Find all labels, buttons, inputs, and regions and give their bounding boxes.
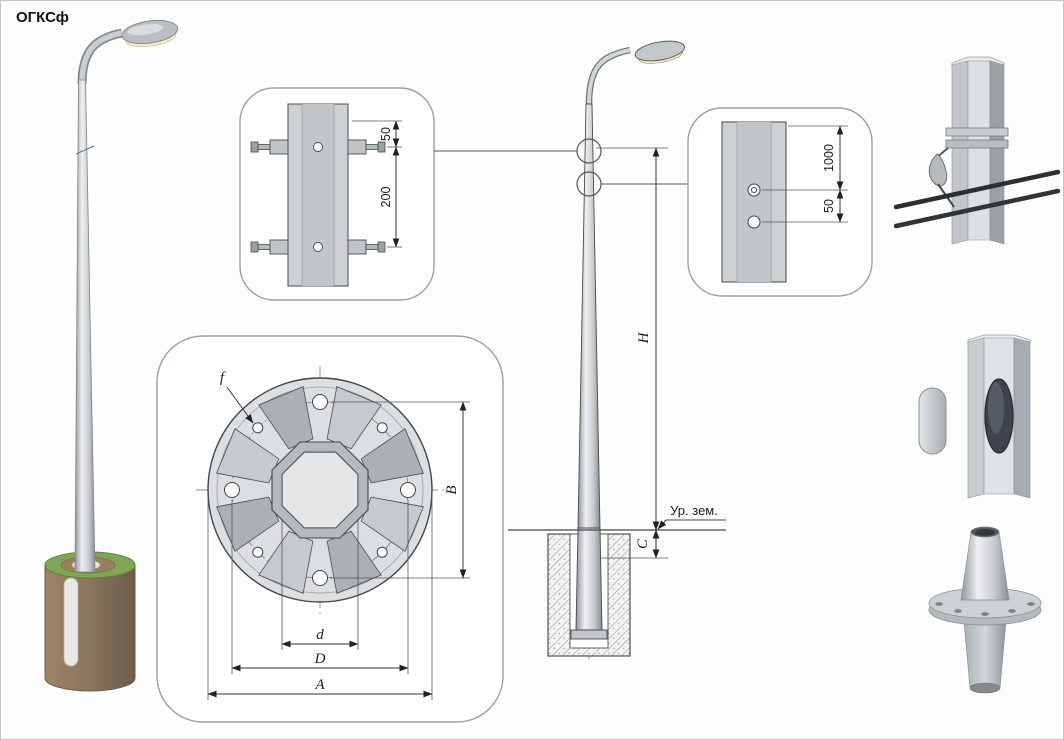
cable-suspension-render (893, 56, 1061, 245)
clamp-bolt-row-top (250, 139, 386, 155)
wedge-clamp (928, 153, 948, 187)
weld-seam-mark (75, 145, 95, 155)
bolt-holes (224, 394, 416, 586)
cable-lower (893, 188, 1061, 229)
page-title: ОГКСф (16, 9, 69, 26)
dimension-50-bottom: 50 (762, 189, 848, 223)
band-clamp-upper (945, 127, 1009, 137)
dimension-d: d (281, 520, 359, 650)
dim-label-1000: 1000 (822, 144, 836, 172)
pole-stub-tube (960, 531, 1010, 601)
dimension-50-top: 50 (352, 120, 402, 148)
lamp-arm (79, 30, 123, 85)
callout-circle-clamp (576, 138, 602, 164)
dim-label-B: B (444, 485, 460, 494)
band-clamp-lower (945, 139, 1009, 149)
dimension-H: H (596, 147, 668, 531)
dimension-C: C (601, 529, 668, 559)
dim-label-A: A (314, 677, 325, 693)
dim-label-d: d (316, 627, 324, 643)
cable-entry-detail-view: 1000 50 (687, 107, 873, 297)
dimension-B: B (330, 401, 470, 579)
base-flange-elevation (570, 629, 608, 640)
dim-label-C: C (635, 538, 651, 549)
callout-circle-cable-entry (576, 171, 602, 197)
ground-level-label: Ур. зем. (657, 503, 726, 530)
dim-label-H: H (636, 331, 652, 344)
ground-label-text: Ур. зем. (670, 503, 718, 518)
lamp-head (121, 19, 179, 48)
dimension-A: A (207, 496, 433, 700)
earthing-bolt-hole (747, 183, 761, 197)
foundation-cylinder (44, 564, 136, 692)
flange-plan-detail-view: f B d D A (156, 335, 504, 723)
elevation-lamp-arm (587, 48, 631, 105)
flange-bolt-holes-3d (935, 602, 1035, 616)
tube-opening (975, 529, 995, 536)
cable-upper (893, 169, 1061, 210)
clamp-bolt-row-bottom (250, 239, 386, 255)
access-door-render (918, 334, 1031, 499)
pole-elevation-drawing: Ур. зем. H C (508, 40, 726, 662)
cable-slot (63, 577, 79, 667)
cable-entry-hole (747, 215, 761, 229)
pole-shaft-render (74, 79, 96, 573)
clamp-detail-view: 50 200 (239, 87, 435, 301)
pole-embedded-part (575, 527, 603, 631)
dimension-200: 200 (379, 146, 402, 248)
dim-label-200: 200 (379, 187, 393, 208)
dim-label-50: 50 (379, 127, 393, 141)
door-panel (918, 387, 947, 455)
pole-octagon-inner (281, 451, 359, 529)
dimension-D: D (231, 500, 409, 674)
dim-label-f: f (220, 370, 226, 386)
dimension-1000: 1000 (762, 125, 848, 191)
pole-photo-render (44, 19, 179, 692)
pole-shaft-elevation (577, 103, 601, 529)
elevation-lamp-head (634, 40, 685, 64)
dim-label-50: 50 (822, 199, 836, 213)
dim-label-D: D (314, 651, 326, 667)
dimension-f: f (220, 370, 254, 424)
flange-base-render (928, 526, 1042, 694)
